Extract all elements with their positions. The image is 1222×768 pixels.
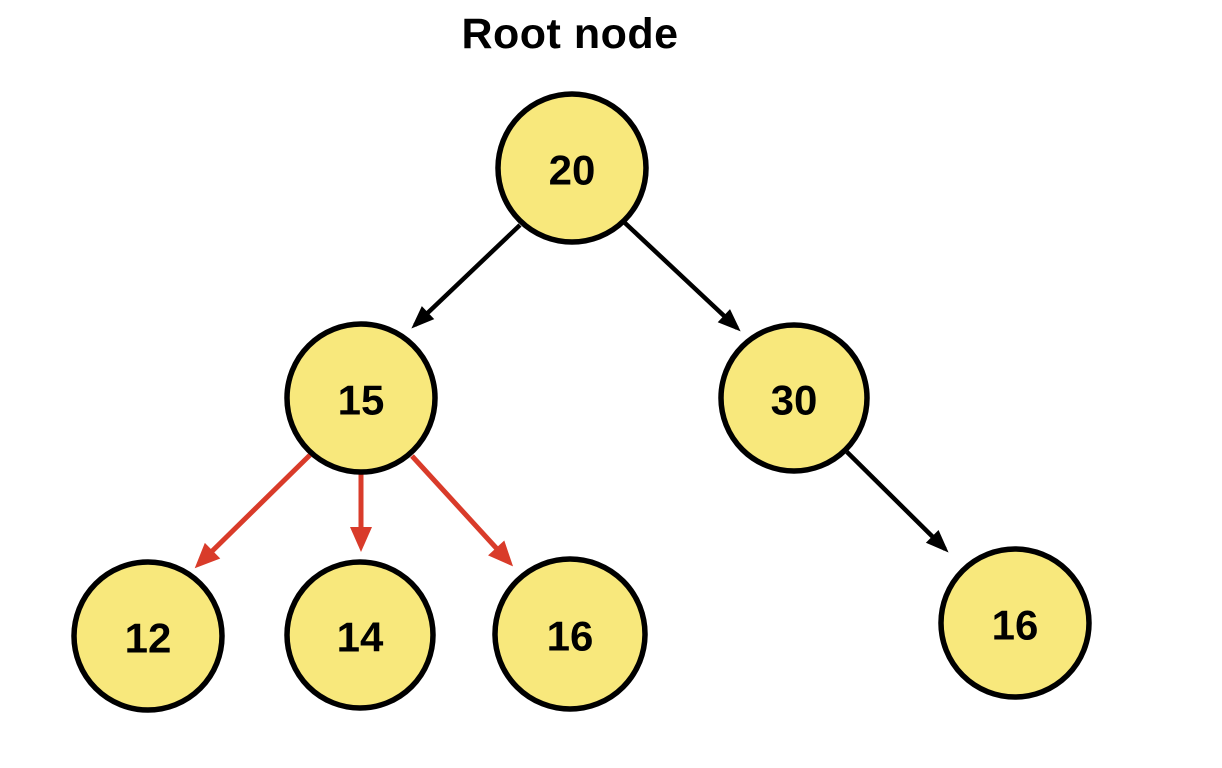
tree-node-20: 20 (495, 91, 649, 245)
tree-node-15-circle (284, 321, 438, 475)
edge-30-to-16-right (845, 450, 949, 553)
edge-15-to-12 (194, 453, 312, 569)
tree-node-30-circle (718, 322, 870, 474)
edge-20-to-15 (411, 223, 522, 329)
tree-node-16-right-label: 16 (992, 602, 1039, 649)
tree-node-16-right-circle (938, 546, 1092, 700)
edge-15-to-16-mid (410, 454, 514, 567)
tree-node-30-label: 30 (771, 377, 818, 424)
edge-20-to-30 (623, 221, 741, 332)
tree-node-12-circle (71, 559, 225, 713)
tree-nodes: 20 15 30 12 14 16 16 (71, 91, 1092, 713)
tree-node-12: 12 (71, 559, 225, 713)
tree-node-14-circle (284, 559, 436, 711)
tree-node-16-right: 16 (938, 546, 1092, 700)
tree-edges (194, 221, 949, 569)
tree-node-15-label: 15 (338, 377, 385, 424)
tree-node-20-circle (495, 91, 649, 245)
tree-node-16-mid-label: 16 (547, 613, 594, 660)
tree-node-14-label: 14 (337, 614, 384, 661)
tree-node-15: 15 (284, 321, 438, 475)
tree-node-30: 30 (718, 322, 870, 474)
tree-node-12-label: 12 (125, 615, 172, 662)
diagram-title: Root node (461, 10, 679, 58)
tree-node-16-mid: 16 (492, 556, 648, 712)
tree-node-16-mid-circle (492, 556, 648, 712)
tree-node-20-label: 20 (549, 147, 596, 194)
tree-node-14: 14 (284, 559, 436, 711)
